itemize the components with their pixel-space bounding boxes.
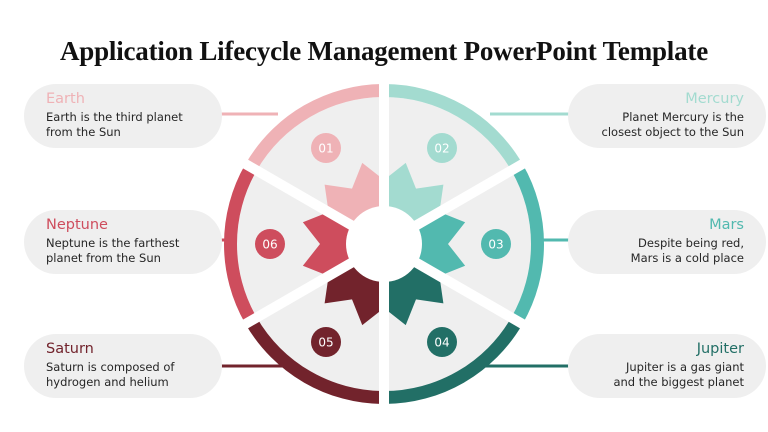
card-description: Planet Mercury is the closest object to … xyxy=(590,110,744,139)
badge-04: 04 xyxy=(427,327,457,357)
badge-number: 05 xyxy=(318,336,333,350)
card-description-line: planet from the Sun xyxy=(46,250,161,265)
center-hub xyxy=(346,206,422,282)
badge-01: 01 xyxy=(311,133,341,163)
star-segment-03 xyxy=(384,212,466,276)
card-earth: Earth Earth is the third planet from the… xyxy=(24,84,222,148)
ring-arc-02 xyxy=(384,84,523,171)
card-description-line: Earth is the third planet xyxy=(46,110,183,124)
card-title: Mars xyxy=(709,217,744,233)
ring-arc-01 xyxy=(245,84,384,171)
card-jupiter: Jupiter Jupiter is a gas giant and the b… xyxy=(568,334,766,398)
card-title: Saturn xyxy=(46,341,94,357)
card-description-line: and the biggest planet xyxy=(613,374,744,389)
card-description-line: Despite being red, xyxy=(638,236,744,250)
badge-number: 06 xyxy=(262,238,277,252)
badge-06: 06 xyxy=(255,229,285,259)
card-description: Earth is the third planet from the Sun xyxy=(46,110,200,139)
card-description: Neptune is the farthest planet from the … xyxy=(46,236,200,265)
star-segment-06 xyxy=(302,212,384,276)
ring-arc-05 xyxy=(245,317,384,404)
card-description: Jupiter is a gas giant and the biggest p… xyxy=(590,360,744,389)
badge-03: 03 xyxy=(481,229,511,259)
card-description-line: closest object to the Sun xyxy=(601,124,744,139)
badge-number: 03 xyxy=(488,238,503,252)
card-description-line: Neptune is the farthest xyxy=(46,236,180,250)
card-title: Jupiter xyxy=(696,341,744,357)
card-mercury: Mercury Planet Mercury is the closest ob… xyxy=(568,84,766,148)
card-description: Despite being red, Mars is a cold place xyxy=(590,236,744,265)
card-description-line: Saturn is composed of xyxy=(46,360,175,374)
card-description-line: from the Sun xyxy=(46,124,121,139)
badge-number: 04 xyxy=(434,336,449,350)
card-description: Saturn is composed of hydrogen and heliu… xyxy=(46,360,200,389)
card-saturn: Saturn Saturn is composed of hydrogen an… xyxy=(24,334,222,398)
card-description-line: Jupiter is a gas giant xyxy=(625,360,744,374)
card-title: Mercury xyxy=(685,91,744,107)
sector-03 xyxy=(384,170,531,318)
badge-02: 02 xyxy=(427,133,457,163)
card-neptune: Neptune Neptune is the farthest planet f… xyxy=(24,210,222,274)
sector-06 xyxy=(237,170,384,318)
ring-arc-03 xyxy=(511,164,544,324)
badge-number: 02 xyxy=(434,142,449,156)
ring-arc-04 xyxy=(384,317,523,404)
card-title: Earth xyxy=(46,91,85,107)
card-description-line: Planet Mercury is the xyxy=(622,110,744,124)
ring-arc-06 xyxy=(223,164,257,324)
badge-05: 05 xyxy=(311,327,341,357)
card-title: Neptune xyxy=(46,217,108,233)
card-description-line: hydrogen and helium xyxy=(46,374,169,389)
card-mars: Mars Despite being red, Mars is a cold p… xyxy=(568,210,766,274)
slide-title: Application Lifecycle Management PowerPo… xyxy=(59,36,708,66)
card-description-line: Mars is a cold place xyxy=(630,250,744,265)
badge-number: 01 xyxy=(318,142,333,156)
